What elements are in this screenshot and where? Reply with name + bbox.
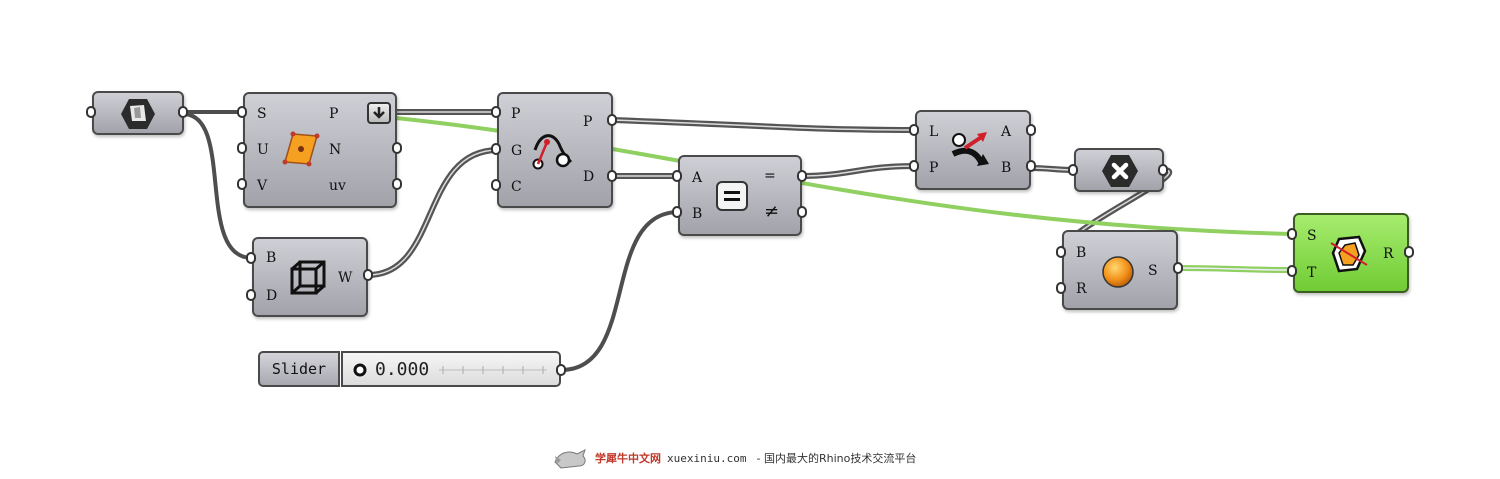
input-label-d: D: [266, 288, 278, 304]
closest-out-p-port[interactable]: [607, 114, 617, 126]
input-label-u: U: [257, 142, 269, 158]
surface-point-icon: [282, 131, 320, 167]
output-label-p: P: [329, 106, 339, 122]
slider-out-port[interactable]: [556, 364, 566, 376]
input-label-p: P: [929, 160, 939, 176]
box-component[interactable]: B D W: [252, 237, 368, 317]
sphere-in-b-port[interactable]: [1056, 246, 1066, 258]
input-label-r: R: [1076, 281, 1087, 297]
not-out-port[interactable]: [1158, 164, 1168, 176]
output-label-not-equal: ≠: [764, 201, 780, 222]
surface-out-uv-port[interactable]: [392, 178, 402, 190]
input-label-b: B: [692, 206, 703, 222]
not-component[interactable]: [1074, 148, 1164, 192]
equality-in-a-port[interactable]: [672, 170, 682, 182]
slider-grip-icon[interactable]: [353, 363, 367, 377]
dispatch-icon: [951, 132, 989, 166]
surface-in-v-port[interactable]: [237, 178, 247, 190]
arrow-down-icon: [373, 107, 385, 119]
watermark-site: xuexiniu.com: [667, 451, 747, 465]
input-label-g: G: [511, 143, 523, 159]
input-label-s: S: [257, 106, 267, 122]
dispatch-out-b-port[interactable]: [1026, 160, 1036, 172]
equals-icon: [716, 181, 748, 211]
input-label-c: C: [511, 179, 522, 195]
not-in-port[interactable]: [1068, 164, 1078, 176]
output-label-b: B: [1001, 160, 1012, 176]
closest-in-p-port[interactable]: [491, 106, 501, 118]
wire-slider-equality[interactable]: [559, 210, 681, 372]
output-label-p: P: [583, 114, 593, 130]
cross-icon: [1102, 155, 1138, 187]
split-brep-icon: [1330, 235, 1368, 273]
output-label-r: R: [1383, 246, 1394, 262]
closest-out-d-port[interactable]: [607, 170, 617, 182]
output-label-d: D: [583, 169, 595, 185]
watermark-brand: 学犀牛中文网: [595, 452, 661, 465]
input-label-v: V: [257, 178, 268, 194]
dispatch-out-a-port[interactable]: [1026, 124, 1036, 136]
slider-ticks: [439, 366, 547, 374]
input-label-s: S: [1307, 228, 1317, 244]
surface-in-u-port[interactable]: [237, 142, 247, 154]
brep-icon: [121, 99, 155, 129]
closest-in-g-port[interactable]: [491, 143, 501, 155]
brep-in-port[interactable]: [86, 106, 96, 118]
split-in-t-port[interactable]: [1287, 265, 1297, 277]
sphere-in-r-port[interactable]: [1056, 282, 1066, 294]
brep-out-port[interactable]: [178, 106, 188, 118]
input-label-b: B: [1076, 245, 1087, 261]
split-out-r-port[interactable]: [1404, 246, 1414, 258]
number-slider[interactable]: 0.000: [341, 351, 561, 387]
input-label-t: T: [1307, 265, 1317, 281]
input-label-b: B: [266, 250, 277, 266]
output-label-equal: =: [764, 168, 776, 184]
equality-out-not-equal-port[interactable]: [797, 206, 807, 218]
input-label-p: P: [511, 106, 521, 122]
dispatch-component[interactable]: L P A B: [915, 110, 1031, 190]
equality-out-equal-port[interactable]: [797, 170, 807, 182]
equality-in-b-port[interactable]: [672, 206, 682, 218]
equality-component[interactable]: A B = ≠: [678, 155, 802, 236]
surface-cp-component[interactable]: S U V P N uv: [243, 92, 397, 208]
curve-closest-point-component[interactable]: P G C P D: [497, 92, 613, 208]
sphere-out-s-port[interactable]: [1173, 262, 1183, 274]
output-label-a: A: [1001, 124, 1012, 140]
box-icon: [290, 260, 326, 295]
wire-brep-bbox[interactable]: [181, 112, 254, 260]
closest-in-c-port[interactable]: [491, 179, 501, 191]
watermark-tagline: - 国内最大的Rhino技术交流平台: [756, 452, 917, 465]
closest-point-icon: [532, 134, 573, 170]
brep-param[interactable]: [92, 91, 184, 135]
output-label-s: S: [1148, 263, 1158, 279]
output-label-w: W: [338, 270, 353, 286]
dispatch-in-l-port[interactable]: [909, 124, 919, 136]
box-in-b-port[interactable]: [246, 252, 256, 264]
box-in-d-port[interactable]: [246, 289, 256, 301]
input-label-l: L: [929, 124, 939, 140]
rhino-logo-icon: [554, 449, 586, 469]
slider-label[interactable]: Slider: [258, 351, 340, 387]
output-label-n: N: [329, 142, 342, 158]
split-in-s-port[interactable]: [1287, 228, 1297, 240]
sphere-icon: [1102, 256, 1134, 288]
dispatch-in-p-port[interactable]: [909, 160, 919, 172]
watermark: 学犀牛中文网 xuexiniu.com - 国内最大的Rhino技术交流平台: [553, 446, 916, 470]
slider-value: 0.000: [375, 359, 430, 380]
output-label-uv: uv: [329, 178, 346, 194]
preview-toggle-button[interactable]: [367, 102, 391, 124]
input-label-a: A: [692, 170, 703, 186]
sphere-component[interactable]: B R S: [1062, 230, 1178, 310]
surface-in-s-port[interactable]: [237, 106, 247, 118]
surface-out-n-port[interactable]: [392, 142, 402, 154]
box-out-w-port[interactable]: [363, 269, 373, 281]
split-component[interactable]: S T R: [1293, 213, 1409, 293]
